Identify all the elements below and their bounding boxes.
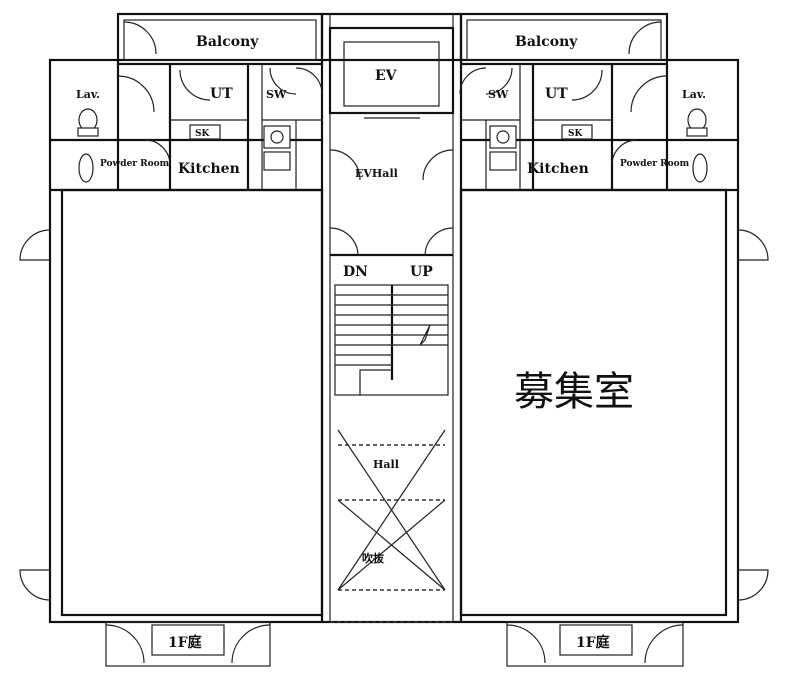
dn-label: DN (343, 264, 368, 280)
right-unit (459, 12, 769, 667)
powder-right-label: Powder Room (620, 159, 690, 169)
void-label: 吹抜 (362, 551, 385, 565)
sw-right-label: SW (488, 88, 509, 101)
hall-label: Hall (373, 458, 399, 471)
sw-left-label: SW (266, 88, 287, 101)
up-label: UP (410, 264, 433, 280)
sk-left-label: SK (195, 129, 210, 139)
ut-right-label: UT (545, 86, 568, 102)
ev-label: EV (375, 68, 398, 84)
ut-left-label: UT (210, 86, 233, 102)
left-unit (19, 12, 324, 667)
kitchen-left-label: Kitchen (178, 161, 240, 177)
lav-left-label: Lav. (76, 88, 100, 101)
central-core (320, 12, 463, 623)
powder-left-label: Powder Room (100, 159, 170, 169)
balcony-left-label: Balcony (196, 34, 259, 50)
balcony-right-label: Balcony (515, 34, 578, 50)
building-outline (48, 58, 740, 624)
lav-right-label: Lav. (682, 88, 706, 101)
recruiting-room-label: 募集室 (514, 369, 634, 415)
garden-left-label: 1F庭 (168, 634, 203, 651)
garden-right-label: 1F庭 (576, 634, 611, 651)
ev-hall-label: EVHall (355, 167, 398, 180)
sk-right-label: SK (568, 129, 583, 139)
kitchen-right-label: Kitchen (527, 161, 589, 177)
